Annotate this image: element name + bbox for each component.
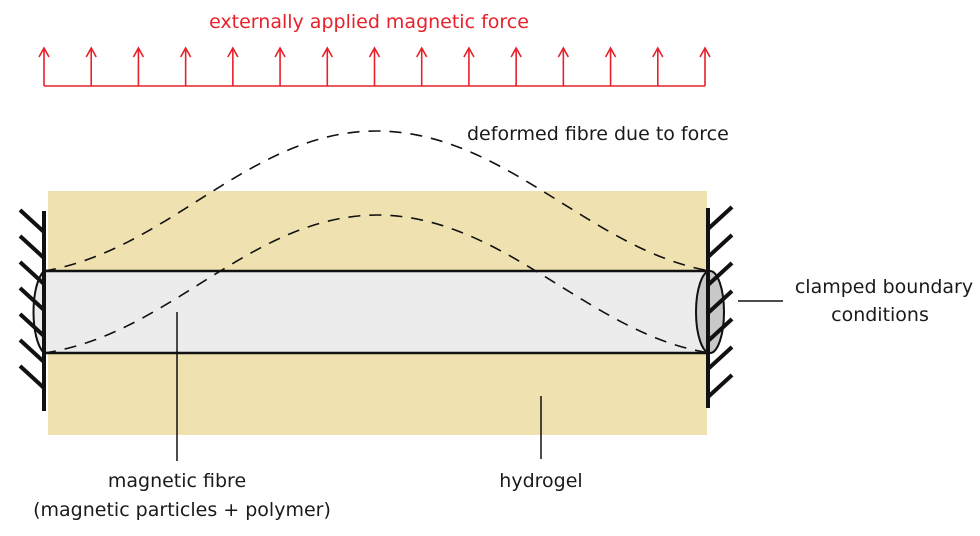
clamp-hatch-mark [706, 373, 734, 399]
clamp-hatch-mark [706, 261, 734, 287]
deformed-fibre-lower-curve [43, 214, 711, 354]
right-clamp-hatching [706, 205, 734, 399]
force-arrow [557, 46, 570, 86]
force-arrows [38, 46, 711, 87]
left-clamp [18, 208, 46, 411]
magnetic-fibre-label-line2: (magnetic particles + polymer) [33, 499, 331, 521]
force-arrow [463, 46, 475, 86]
force-arrow [416, 46, 428, 86]
force-arrow [321, 46, 333, 86]
clamp-hatch-mark [706, 345, 734, 371]
clamped-label-line1: clamped boundary [795, 276, 973, 298]
magnetic-fibre-body [44, 271, 710, 353]
clamp-hatch-mark [18, 260, 46, 286]
clamped-label-line2: conditions [831, 304, 929, 326]
force-arrow [274, 46, 286, 86]
clamp-hatch-mark [18, 312, 46, 338]
left-clamp-hatching [18, 208, 46, 390]
force-arrow [227, 46, 239, 86]
clamp-hatch-mark [18, 286, 46, 312]
magnetic-fibre-label-line1: magnetic fibre [108, 470, 246, 492]
clamp-hatch-mark [18, 234, 46, 260]
clamp-hatch-mark [18, 208, 46, 234]
clamp-hatch-mark [18, 338, 46, 364]
force-arrow [604, 46, 617, 86]
force-arrow [368, 46, 381, 86]
force-arrow [38, 46, 50, 86]
force-arrow [510, 46, 522, 86]
deformed-fibre-label: deformed fibre due to force [467, 123, 729, 145]
clamp-hatch-mark [706, 205, 734, 231]
hydrogel-label: hydrogel [499, 470, 582, 492]
force-arrow [132, 46, 145, 86]
force-title: externally applied magnetic force [209, 11, 529, 33]
clamp-hatch-mark [18, 364, 46, 390]
deformed-fibre-upper-curve [43, 130, 711, 272]
clamp-hatch-mark [706, 233, 734, 259]
force-arrow [699, 46, 711, 86]
force-arrow [652, 46, 664, 86]
right-clamp [706, 205, 734, 408]
clamp-hatch-mark [706, 289, 734, 315]
clamp-hatch-mark [706, 317, 734, 343]
force-arrow [85, 46, 97, 86]
force-arrow [179, 46, 192, 86]
